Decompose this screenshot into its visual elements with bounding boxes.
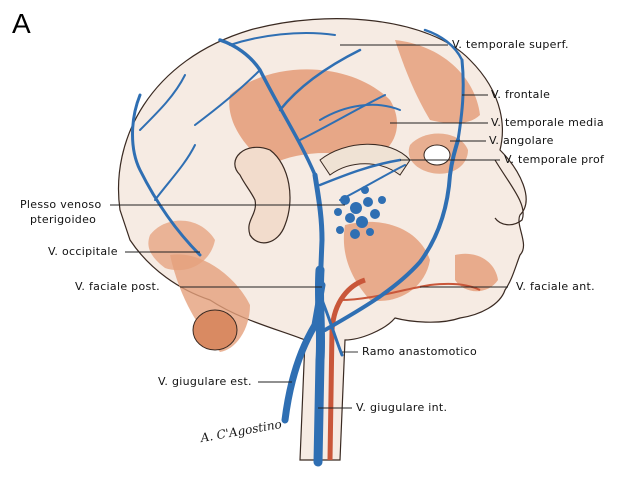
- nose: [494, 159, 524, 226]
- pterygoid-plexus: [334, 186, 386, 239]
- label-angolare: V. angolare: [489, 134, 554, 147]
- anterior-facial-vein: [323, 138, 460, 332]
- label-temporale-superf: V. temporale superf.: [452, 38, 569, 51]
- label-giugulare-int: V. giugulare int.: [356, 401, 448, 414]
- occipital-muscle: [148, 220, 215, 271]
- superficial-temporal-vein: [218, 38, 317, 177]
- label-ramo-anastomotico: Ramo anastomotico: [362, 345, 478, 358]
- label-plesso-line2: pterigoideo: [30, 213, 97, 226]
- label-temporale-prof: V. temporale prof: [504, 153, 605, 166]
- external-jugular-vein: [281, 281, 326, 424]
- label-faciale-ant: V. faciale ant.: [516, 280, 595, 293]
- middle-temporal-vein: [318, 158, 402, 187]
- frontal-vein: [423, 28, 464, 62]
- label-giugulare-est: V. giugulare est.: [158, 375, 252, 388]
- occipital-vein: [131, 93, 202, 257]
- label-frontale: V. frontale: [491, 88, 551, 101]
- eye: [423, 144, 451, 166]
- vein-network: [131, 28, 465, 467]
- facial-artery: [339, 282, 481, 301]
- posterior-facial-vein: [312, 172, 325, 293]
- cut-muscle-end: [192, 309, 238, 351]
- frontalis-muscle: [395, 40, 480, 124]
- label-plesso-line1: Plesso venoso: [20, 198, 102, 211]
- anastomotic-branch: [320, 298, 344, 357]
- panel-letter: A: [12, 8, 31, 39]
- lip-muscle: [455, 253, 498, 292]
- label-faciale-post: V. faciale post.: [75, 280, 160, 293]
- label-occipitale: V. occipitale: [48, 245, 118, 258]
- angular-vein: [456, 58, 465, 142]
- label-temporale-media: V. temporale media: [491, 116, 604, 129]
- leader-lines: [110, 44, 508, 409]
- ear: [234, 146, 291, 244]
